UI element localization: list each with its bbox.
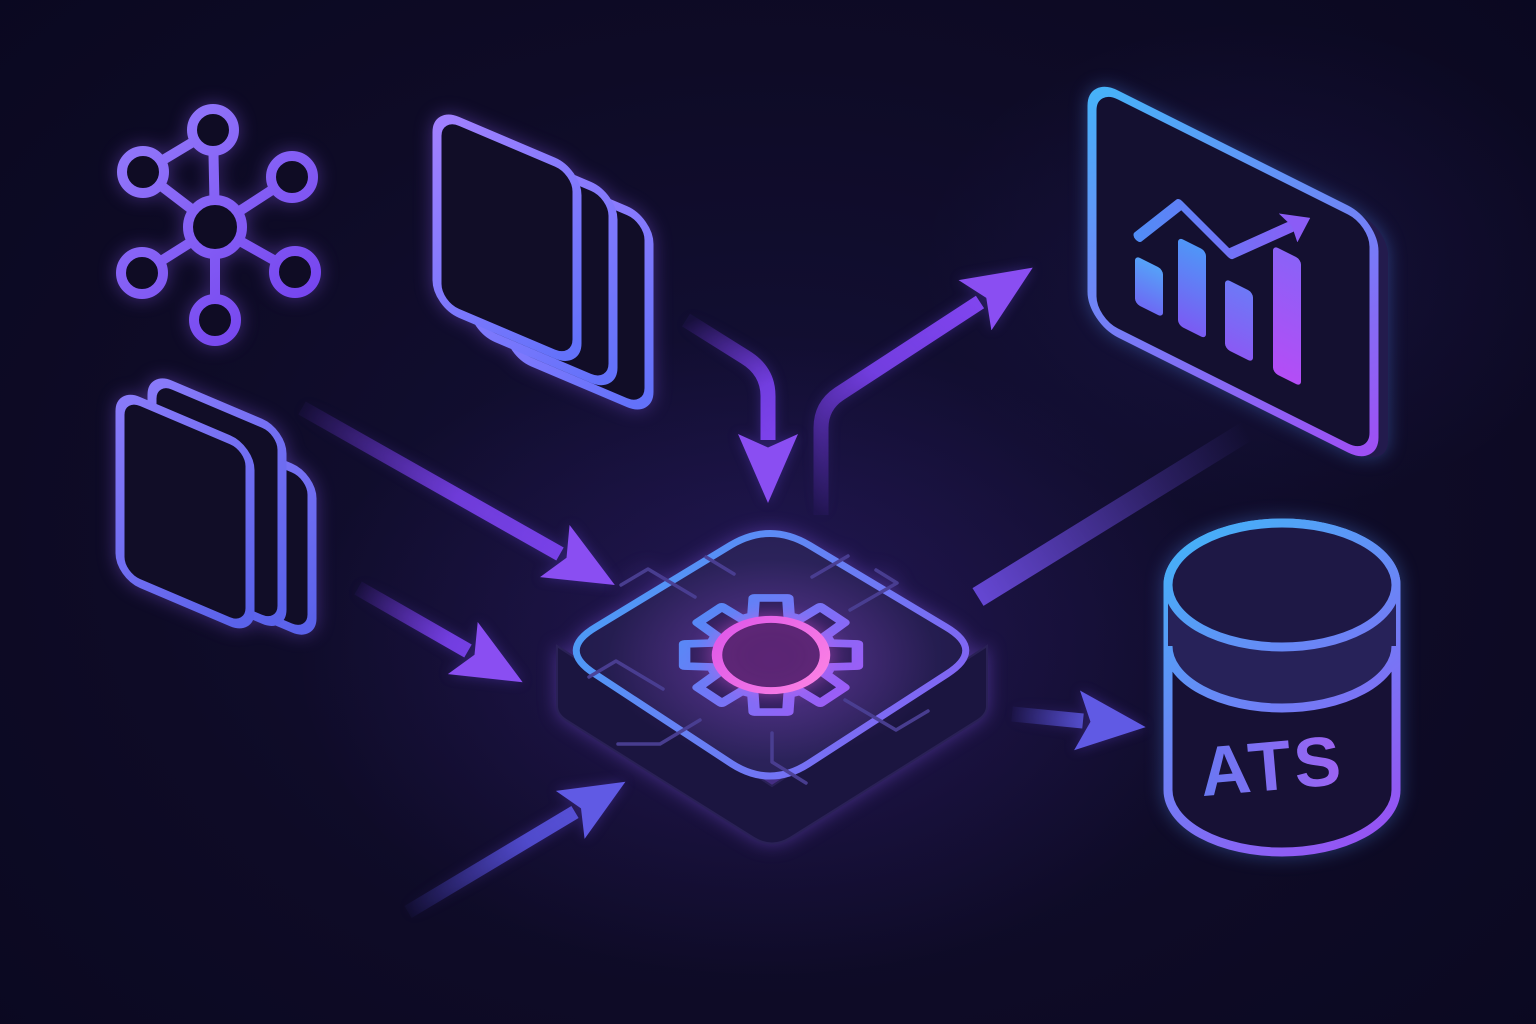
document-text-lines-icon [454, 156, 568, 341]
arrow-processor-to-dashboard [813, 267, 1033, 515]
processor-chip-icon [556, 530, 988, 845]
document-stack-top-icon [432, 114, 654, 410]
database-icon: ATS [1163, 518, 1401, 857]
beam-processor-to-dashboard [972, 422, 1253, 606]
document-text-lines-icon [133, 440, 235, 576]
trend-line-icon [1133, 198, 1311, 260]
dashboard-screen [1087, 86, 1379, 457]
arrow-documents-left-to-processor-2 [354, 581, 523, 683]
bar-chart-icon [1135, 238, 1301, 385]
arrow-bottom-left-to-processor [404, 781, 626, 919]
arrow-documents-left-to-processor-1 [298, 401, 615, 586]
db-top [1163, 518, 1401, 652]
document-stack-left-icon [115, 378, 317, 635]
chip-circuit-traces-icon [587, 554, 930, 785]
database-label: ATS [1197, 721, 1347, 811]
arrow-processor-to-database [1011, 690, 1146, 751]
db-band [1168, 585, 1396, 708]
db-band-edge [1163, 645, 1401, 713]
analytics-dashboard-icon [1087, 86, 1388, 458]
network-hub-icon [116, 104, 321, 346]
arrow-documents-top-to-processor [682, 313, 798, 503]
gear-icon [678, 594, 864, 716]
